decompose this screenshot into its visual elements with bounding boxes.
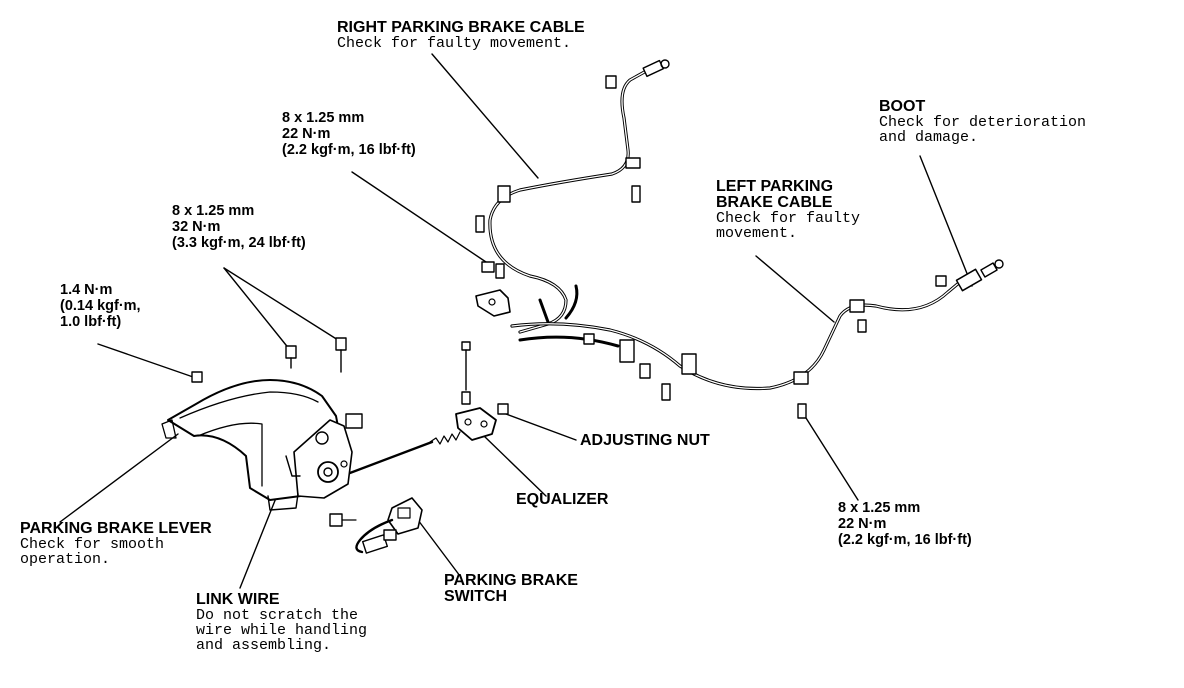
link-wire-callout: LINK WIRE Do not scratch the wire while …	[196, 591, 368, 654]
torque-upper-nm: 22 N·m	[282, 126, 331, 142]
boot-callout: BOOT Check for deterioration and damage.	[879, 98, 1087, 146]
torque-upper-imperial: (2.2 kgf·m, 16 lbf·ft)	[282, 142, 416, 158]
link-wire-note-3: and assembling.	[196, 637, 332, 654]
torque-spec-lower: 8 x 1.25 mm 22 N·m (2.2 kgf·m, 16 lbf·ft…	[838, 500, 972, 548]
torque-lower-nm: 22 N·m	[838, 516, 887, 532]
equalizer-callout: EQUALIZER	[516, 492, 608, 508]
torque-spec-lever: 8 x 1.25 mm 32 N·m (3.3 kgf·m, 24 lbf·ft…	[172, 203, 306, 251]
lever-title: PARKING BRAKE LEVER	[20, 520, 212, 537]
boot-note-2: and damage.	[879, 129, 979, 146]
left-cable-callout: LEFT PARKING BRAKE CABLE Check for fault…	[716, 178, 861, 242]
lever-note-1: Check for smooth	[20, 536, 165, 553]
adjusting-nut-title: ADJUSTING NUT	[580, 432, 710, 449]
left-cable-note-2: movement.	[716, 225, 798, 242]
left-parking-brake-cable	[510, 259, 1004, 419]
parking-brake-lever	[161, 379, 363, 511]
equalizer-title: EQUALIZER	[516, 491, 609, 508]
lever-note-2: operation.	[20, 551, 111, 568]
torque-lower-size: 8 x 1.25 mm	[838, 500, 921, 516]
switch-callout: PARKING BRAKE SWITCH	[444, 573, 578, 605]
link-wire-note-2: wire while handling	[196, 622, 368, 639]
link-wire-note-1: Do not scratch the	[196, 607, 359, 624]
equalizer-assembly	[340, 407, 497, 478]
torque-lever-imperial: (3.3 kgf·m, 24 lbf·ft)	[172, 235, 306, 251]
torque-lever-nm: 32 N·m	[172, 219, 221, 235]
torque-lever-size: 8 x 1.25 mm	[172, 203, 255, 219]
torque-small-lbf: 1.0 lbf·ft)	[60, 314, 122, 330]
lever-callout: PARKING BRAKE LEVER Check for smooth ope…	[20, 520, 212, 568]
left-cable-title-2: BRAKE CABLE	[716, 194, 833, 211]
parking-brake-switch	[329, 497, 423, 554]
right-cable-title: RIGHT PARKING BRAKE CABLE	[337, 19, 585, 36]
right-cable-callout: RIGHT PARKING BRAKE CABLE Check for faul…	[337, 19, 585, 52]
left-cable-title-1: LEFT PARKING	[716, 178, 834, 195]
link-wire-title: LINK WIRE	[196, 591, 280, 608]
right-cable-note: Check for faulty movement.	[337, 35, 572, 52]
mounting-bolts	[191, 337, 509, 415]
switch-title-2: SWITCH	[444, 588, 508, 605]
boot-title: BOOT	[879, 98, 926, 115]
torque-small-nm: 1.4 N·m	[60, 282, 113, 298]
right-parking-brake-cable	[475, 59, 670, 334]
switch-title-1: PARKING BRAKE	[444, 572, 578, 589]
torque-spec-small: 1.4 N·m (0.14 kgf·m, 1.0 lbf·ft)	[60, 282, 141, 330]
torque-small-kgf: (0.14 kgf·m,	[60, 298, 141, 314]
torque-upper-size: 8 x 1.25 mm	[282, 110, 365, 126]
left-cable-note-1: Check for faulty	[716, 210, 861, 227]
boot-note-1: Check for deterioration	[879, 114, 1087, 131]
adjusting-nut-callout: ADJUSTING NUT	[580, 433, 710, 449]
torque-spec-upper: 8 x 1.25 mm 22 N·m (2.2 kgf·m, 16 lbf·ft…	[282, 110, 416, 158]
torque-lower-imperial: (2.2 kgf·m, 16 lbf·ft)	[838, 532, 972, 548]
